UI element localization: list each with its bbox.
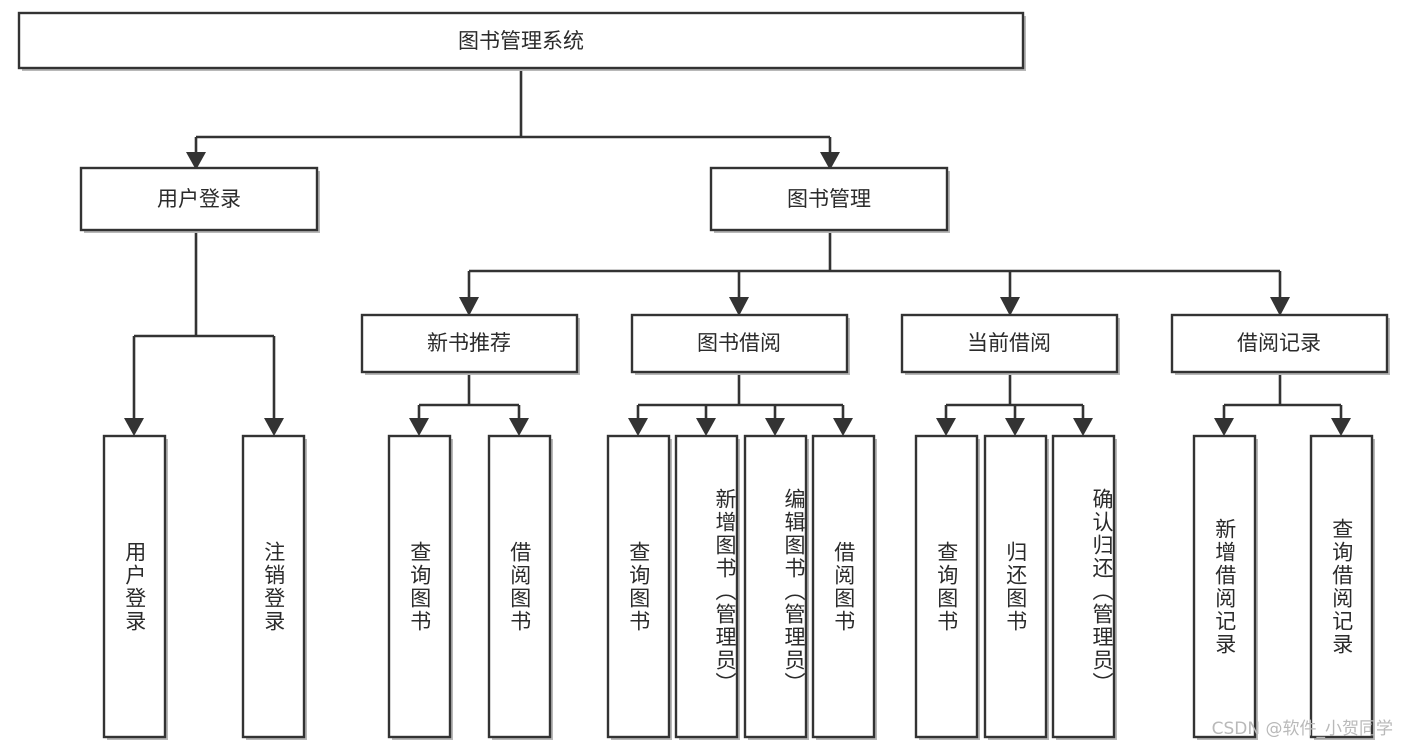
root-node-label: 图书管理系统 [458,29,584,53]
arrow-head-leaf-book-borrow-4 [833,418,853,436]
root-node-box[interactable] [17,11,1025,70]
level3-node-label-book-borrow: 图书借阅 [697,331,781,355]
arrow-head-leaf-current-borrow-1 [936,418,956,436]
leaf-node-box-user-login-0[interactable] [102,434,167,739]
leaf-node-box-borrow-record-1[interactable] [1309,434,1374,739]
leaf-node-box-borrow-record-0[interactable] [1192,434,1257,739]
connector-group-root [186,68,840,170]
leaf-node-box-new-book-0[interactable] [387,434,452,739]
leaf-node-box-user-login-1[interactable] [241,434,306,739]
leaf-node-box-current-borrow-2[interactable] [1051,434,1116,739]
arrow-head-leaf-book-borrow-1 [628,418,648,436]
connector-group-book-borrow [628,375,853,436]
arrow-head-leaf-current-borrow-2 [1005,418,1025,436]
level3-node-box-current-borrow[interactable] [900,313,1119,374]
arrow-head-to-current-borrow [1000,297,1020,316]
connector-group-current-borrow [936,375,1093,436]
arrow-head-to-book-borrow [729,297,749,316]
arrow-head-leaf-book-borrow-2 [696,418,716,436]
leaf-node-box-book-borrow-3[interactable] [811,434,876,739]
csdn-watermark: CSDN @软件_小贺同学 [1211,719,1393,739]
connector-group-user-login [124,232,284,436]
leaf-node-box-new-book-1[interactable] [487,434,552,739]
arrow-head-to-user-login [186,152,206,170]
arrow-head-leaf-borrow-record-1 [1214,418,1234,436]
level3-node-label-new-book: 新书推荐 [427,331,511,355]
level3-node-box-borrow-record[interactable] [1170,313,1389,374]
connector-group-book-manage [459,232,1290,316]
level2-node-box-user-login[interactable] [79,166,319,232]
arrow-head-leaf-new-book-1 [409,418,429,436]
arrow-head-to-borrow-record [1270,297,1290,316]
arrow-head-to-book-manage [820,152,840,170]
level3-node-box-book-borrow[interactable] [630,313,849,374]
arrow-head-leaf-new-book-2 [509,418,529,436]
leaf-node-box-current-borrow-0[interactable] [914,434,979,739]
arrow-head-leaf-user-login-2 [264,418,284,436]
level3-node-box-new-book[interactable] [360,313,579,374]
connector-group-borrow-record [1214,375,1351,436]
level2-node-label-book-manage: 图书管理 [787,187,871,211]
level3-node-label-borrow-record: 借阅记录 [1237,331,1321,355]
leaf-node-box-current-borrow-1[interactable] [983,434,1048,739]
leaf-node-box-book-borrow-2[interactable] [743,434,808,739]
arrow-head-to-new-book [459,297,479,316]
arrow-head-leaf-book-borrow-3 [765,418,785,436]
level2-node-label-user-login: 用户登录 [157,187,241,211]
level2-node-box-book-manage[interactable] [709,166,949,232]
connector-group-new-book [409,375,529,436]
leaf-node-box-book-borrow-0[interactable] [606,434,671,739]
leaf-node-box-book-borrow-1[interactable] [674,434,739,739]
arrow-head-leaf-current-borrow-3 [1073,418,1093,436]
level3-node-label-current-borrow: 当前借阅 [967,331,1051,355]
arrow-head-leaf-borrow-record-2 [1331,418,1351,436]
arrow-head-leaf-user-login-1 [124,418,144,436]
